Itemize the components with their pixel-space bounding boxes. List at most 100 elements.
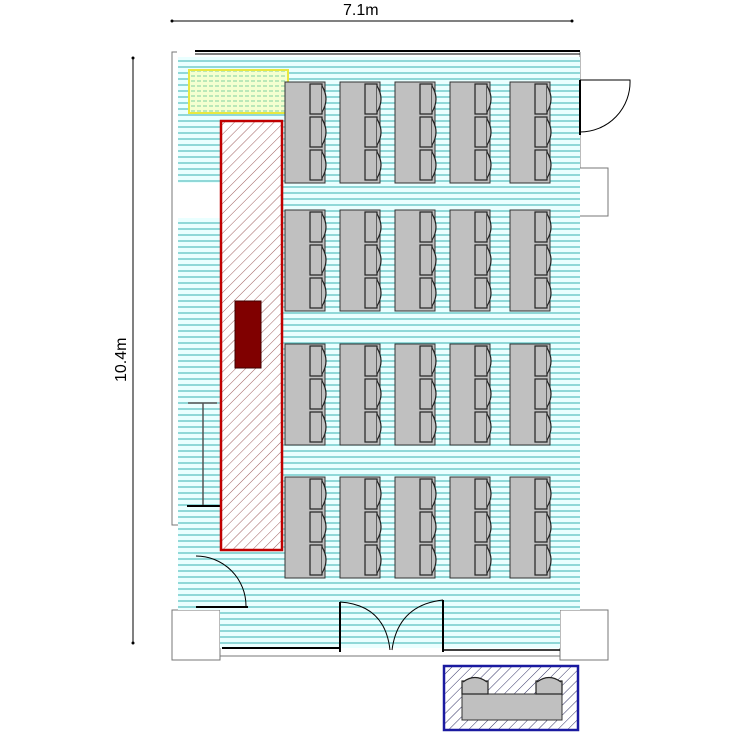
desk-block[interactable]: [509, 343, 552, 446]
desk-block[interactable]: [284, 343, 327, 446]
desk-block[interactable]: [449, 209, 492, 312]
reception-desk-area[interactable]: [442, 664, 580, 732]
chair[interactable]: [474, 244, 492, 276]
chair-back: [431, 413, 437, 441]
chair[interactable]: [534, 116, 552, 148]
desk-block[interactable]: [339, 209, 382, 312]
desk-block[interactable]: [339, 476, 382, 579]
chair[interactable]: [309, 244, 327, 276]
reception-chair[interactable]: [461, 676, 489, 695]
chair[interactable]: [419, 149, 437, 181]
chair[interactable]: [419, 277, 437, 309]
chair[interactable]: [474, 411, 492, 443]
side-door[interactable]: [579, 79, 631, 135]
chair[interactable]: [419, 378, 437, 410]
chair[interactable]: [419, 411, 437, 443]
chair[interactable]: [364, 277, 382, 309]
chair[interactable]: [309, 211, 327, 243]
desk-block[interactable]: [449, 81, 492, 184]
main-double-door[interactable]: [222, 599, 560, 652]
desk-block[interactable]: [394, 476, 437, 579]
chair[interactable]: [364, 116, 382, 148]
chair[interactable]: [474, 544, 492, 576]
chair[interactable]: [309, 544, 327, 576]
chair-back: [431, 151, 437, 179]
chair[interactable]: [474, 149, 492, 181]
chair[interactable]: [419, 83, 437, 115]
chair[interactable]: [534, 277, 552, 309]
chair[interactable]: [364, 478, 382, 510]
desk-block[interactable]: [509, 81, 552, 184]
chair[interactable]: [419, 511, 437, 543]
desk-block[interactable]: [284, 81, 327, 184]
storage-area[interactable]: [188, 69, 289, 114]
chair-seat: [534, 116, 548, 148]
chair[interactable]: [309, 83, 327, 115]
chair[interactable]: [309, 116, 327, 148]
chair[interactable]: [534, 149, 552, 181]
chair[interactable]: [364, 411, 382, 443]
chair[interactable]: [364, 149, 382, 181]
reception-desk[interactable]: [461, 693, 563, 721]
chair-back: [321, 118, 327, 146]
chair-seat: [534, 378, 548, 410]
reception-chair[interactable]: [535, 676, 563, 695]
chair[interactable]: [309, 378, 327, 410]
chair[interactable]: [534, 378, 552, 410]
chair[interactable]: [474, 345, 492, 377]
desk-block[interactable]: [509, 209, 552, 312]
chair[interactable]: [474, 211, 492, 243]
chair[interactable]: [364, 378, 382, 410]
chair[interactable]: [474, 83, 492, 115]
chair[interactable]: [534, 411, 552, 443]
chair[interactable]: [309, 478, 327, 510]
chair[interactable]: [309, 411, 327, 443]
chair[interactable]: [474, 511, 492, 543]
chair[interactable]: [419, 544, 437, 576]
chair[interactable]: [364, 345, 382, 377]
chair-seat: [474, 277, 488, 309]
corner-door[interactable]: [195, 555, 248, 608]
desk-block[interactable]: [394, 81, 437, 184]
chair[interactable]: [309, 345, 327, 377]
chair[interactable]: [534, 544, 552, 576]
chair[interactable]: [534, 211, 552, 243]
chair-seat: [534, 244, 548, 276]
desk-block[interactable]: [339, 81, 382, 184]
chair[interactable]: [419, 116, 437, 148]
chair[interactable]: [474, 478, 492, 510]
desk-block[interactable]: [394, 343, 437, 446]
chair[interactable]: [534, 345, 552, 377]
podium[interactable]: [234, 300, 262, 369]
chair[interactable]: [419, 345, 437, 377]
desk-block[interactable]: [449, 343, 492, 446]
desk-block[interactable]: [509, 476, 552, 579]
chair[interactable]: [309, 277, 327, 309]
desk-block[interactable]: [339, 343, 382, 446]
chair[interactable]: [364, 244, 382, 276]
chair[interactable]: [474, 378, 492, 410]
chair[interactable]: [534, 83, 552, 115]
chair[interactable]: [419, 244, 437, 276]
desk-block[interactable]: [449, 476, 492, 579]
chair[interactable]: [364, 544, 382, 576]
chair[interactable]: [534, 244, 552, 276]
chair-back: [321, 413, 327, 441]
desk-block[interactable]: [394, 209, 437, 312]
stage-area[interactable]: [219, 119, 284, 552]
chair-seat: [474, 83, 488, 115]
chair-back: [376, 413, 382, 441]
chair[interactable]: [474, 116, 492, 148]
chair[interactable]: [534, 511, 552, 543]
chair[interactable]: [309, 149, 327, 181]
chair[interactable]: [419, 211, 437, 243]
chair[interactable]: [534, 478, 552, 510]
chair[interactable]: [364, 211, 382, 243]
chair[interactable]: [474, 277, 492, 309]
desk-block[interactable]: [284, 209, 327, 312]
chair[interactable]: [419, 478, 437, 510]
chair[interactable]: [364, 511, 382, 543]
chair[interactable]: [309, 511, 327, 543]
chair[interactable]: [364, 83, 382, 115]
desk-block[interactable]: [284, 476, 327, 579]
